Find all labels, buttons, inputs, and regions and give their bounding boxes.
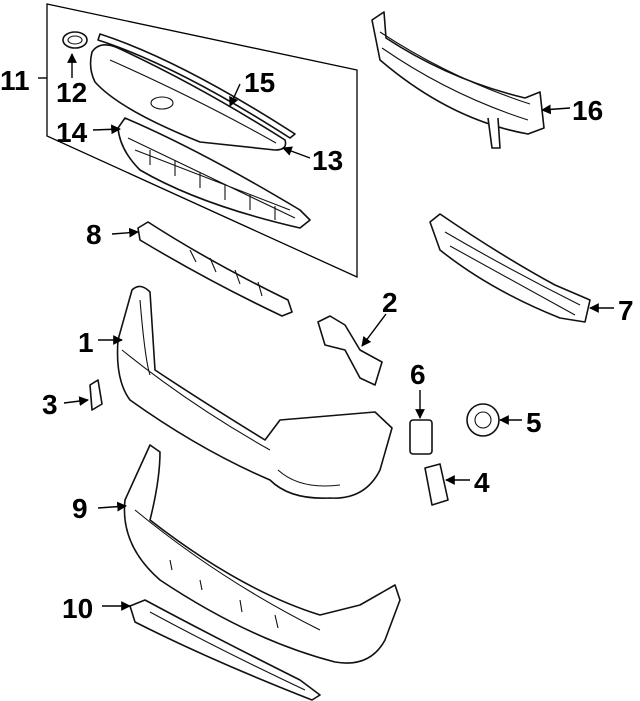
part-6-sensor xyxy=(409,419,433,455)
part-8-bracket xyxy=(137,221,293,317)
callout-2: 2 xyxy=(382,287,398,318)
callout-3: 3 xyxy=(42,389,58,420)
part-15-molding xyxy=(97,33,296,139)
callout-11: 11 xyxy=(0,65,30,96)
callout-16: 16 xyxy=(572,95,603,126)
part-16-reinforcement xyxy=(371,11,545,149)
part-3-clip xyxy=(89,379,103,411)
part-7-absorber xyxy=(429,213,591,323)
part-10-skid-plate xyxy=(129,599,321,701)
callout-6: 6 xyxy=(410,359,426,390)
part-5-fog-lamp xyxy=(466,403,500,437)
group-box-11 xyxy=(38,3,358,279)
callout-4: 4 xyxy=(474,467,490,498)
callout-1: 1 xyxy=(78,327,94,358)
part-2-bracket xyxy=(317,315,383,386)
callout-labels: 11 12 15 14 13 8 16 7 2 1 3 6 5 4 9 10 xyxy=(0,65,634,624)
part-4-bezel xyxy=(424,463,449,506)
callout-10: 10 xyxy=(62,593,93,624)
part-14-grille-support xyxy=(117,117,311,229)
leader-lines xyxy=(63,53,614,611)
callout-7: 7 xyxy=(618,295,634,326)
callout-12: 12 xyxy=(56,77,87,108)
part-9-lower-valance xyxy=(123,444,401,664)
callout-15: 15 xyxy=(244,67,275,98)
callout-9: 9 xyxy=(72,493,88,524)
callout-5: 5 xyxy=(526,407,542,438)
callout-8: 8 xyxy=(86,219,102,250)
part-1-bumper-cover xyxy=(116,285,393,499)
callout-14: 14 xyxy=(56,117,88,148)
callout-13: 13 xyxy=(312,145,343,176)
part-12-emblem xyxy=(62,31,88,49)
